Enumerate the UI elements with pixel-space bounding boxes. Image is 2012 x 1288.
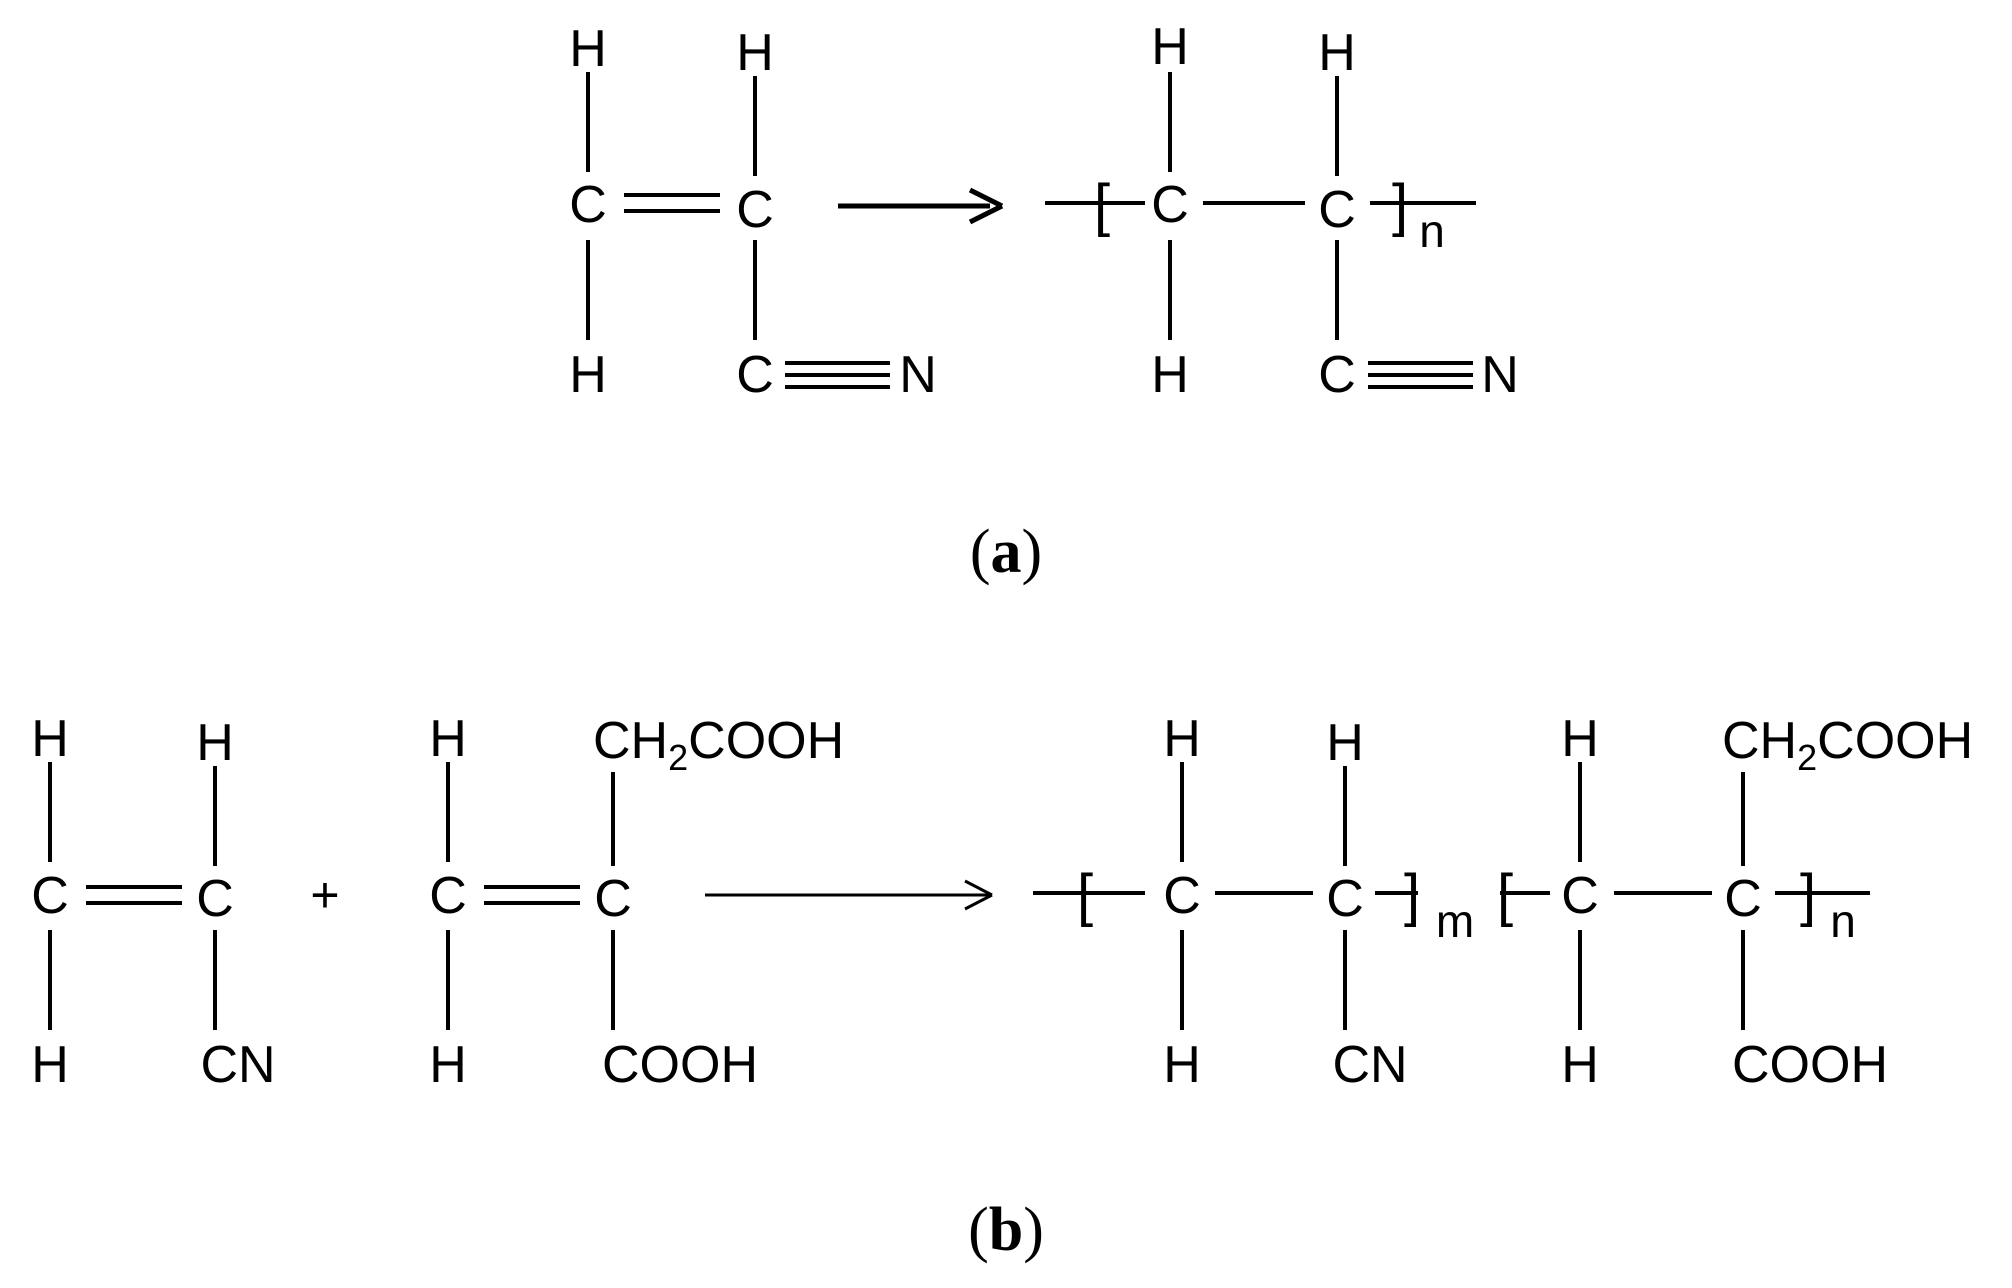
atom-h: H xyxy=(1561,710,1599,768)
atom-c: C xyxy=(736,346,774,404)
group-ch2cooh: CH2COOH xyxy=(1722,712,1973,778)
atom-c: C xyxy=(31,867,69,925)
bracket-open: [ xyxy=(1497,863,1513,928)
bracket-open: [ xyxy=(1077,863,1093,928)
panel-a-reactant: H H C C H C N xyxy=(569,20,937,404)
atom-n: N xyxy=(1481,346,1519,404)
subscript-m: m xyxy=(1436,895,1474,947)
atom-h: H xyxy=(1561,1036,1599,1094)
atom-c: C xyxy=(1318,346,1356,404)
atom-c: C xyxy=(594,870,632,928)
atom-h: H xyxy=(736,24,774,82)
group-cooh: COOH xyxy=(1732,1036,1888,1094)
atom-h: H xyxy=(569,346,607,404)
bracket-close: ] xyxy=(1392,173,1408,238)
panel-b-caption: (b) xyxy=(968,1196,1044,1264)
atom-c: C xyxy=(1151,176,1189,234)
atom-h: H xyxy=(1163,1036,1201,1094)
atom-h: H xyxy=(429,710,467,768)
atom-c: C xyxy=(569,176,607,234)
panel-b-acrylonitrile: H H C C H CN xyxy=(31,710,275,1094)
panel-b-copolymer: H H H CH2COOH C C C C H CN H COOH [ ] m … xyxy=(1033,710,1973,1094)
reaction-arrow xyxy=(838,187,1004,225)
atom-h: H xyxy=(31,710,69,768)
subscript-n: n xyxy=(1830,895,1856,947)
atom-c: C xyxy=(1318,181,1356,239)
group-cn: CN xyxy=(200,1036,275,1094)
reaction-arrow xyxy=(705,879,993,911)
atom-c: C xyxy=(1326,870,1364,928)
panel-b-itaconic-acid: H C C H COOH CH2COOH xyxy=(429,710,844,1094)
atom-h: H xyxy=(1163,710,1201,768)
atom-n: N xyxy=(899,346,937,404)
atom-c: C xyxy=(1163,867,1201,925)
atom-h: H xyxy=(1151,346,1189,404)
group-ch2cooh: CH2COOH xyxy=(593,712,844,778)
panel-b: H H C C H CN + H C C H COOH CH2COOH xyxy=(31,710,1973,1264)
panel-a-caption: (a) xyxy=(970,518,1042,586)
panel-a-product: H H C C H C N [ ] n xyxy=(1045,18,1519,404)
atom-h: H xyxy=(31,1036,69,1094)
subscript-n: n xyxy=(1419,205,1445,257)
atom-h: H xyxy=(1151,18,1189,76)
group-cooh: COOH xyxy=(602,1036,758,1094)
bracket-open: [ xyxy=(1094,173,1110,238)
atom-h: H xyxy=(1318,24,1356,82)
bracket-close: ] xyxy=(1404,863,1420,928)
atom-h: H xyxy=(569,20,607,78)
plus-sign: + xyxy=(310,867,339,923)
atom-c: C xyxy=(736,181,774,239)
bracket-close: ] xyxy=(1800,863,1816,928)
atom-h: H xyxy=(196,714,234,772)
atom-h: H xyxy=(429,1036,467,1094)
atom-c: C xyxy=(429,867,467,925)
atom-h: H xyxy=(1326,714,1364,772)
atom-c: C xyxy=(1561,867,1599,925)
atom-c: C xyxy=(1724,870,1762,928)
group-cn: CN xyxy=(1332,1036,1407,1094)
panel-a: H H C C H C N H H C C xyxy=(569,18,1519,586)
atom-c: C xyxy=(196,870,234,928)
